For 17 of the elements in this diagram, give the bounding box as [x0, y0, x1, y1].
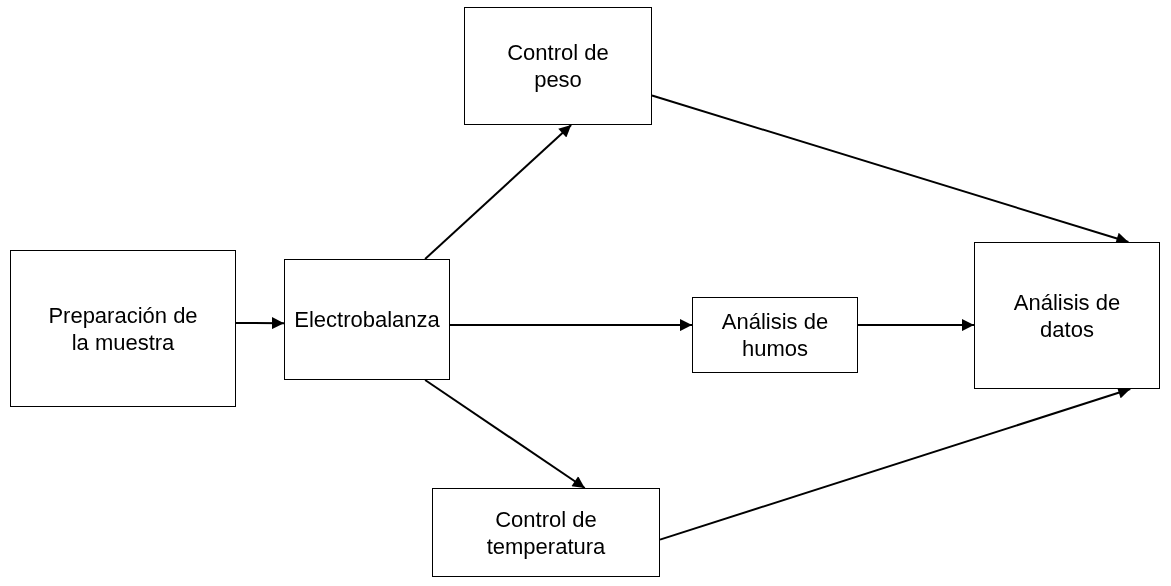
arrow	[424, 124, 573, 260]
process-box	[10, 250, 236, 407]
node-label: Control de peso	[506, 39, 610, 93]
process-box	[974, 242, 1160, 389]
arrow	[235, 317, 285, 330]
node-label: Análisis de humos	[720, 308, 830, 362]
node-label: Electrobalanza	[294, 306, 440, 333]
process-box	[432, 488, 660, 577]
node-label: Control de temperatura	[485, 505, 607, 560]
arrow	[857, 319, 975, 332]
process-box	[692, 297, 858, 373]
process-box	[464, 7, 652, 125]
node-label: Análisis de datos	[1012, 288, 1122, 343]
node-label: Preparación de la muestra	[47, 301, 199, 356]
arrow	[449, 319, 693, 332]
arrow	[424, 379, 586, 489]
process-box	[284, 259, 450, 380]
